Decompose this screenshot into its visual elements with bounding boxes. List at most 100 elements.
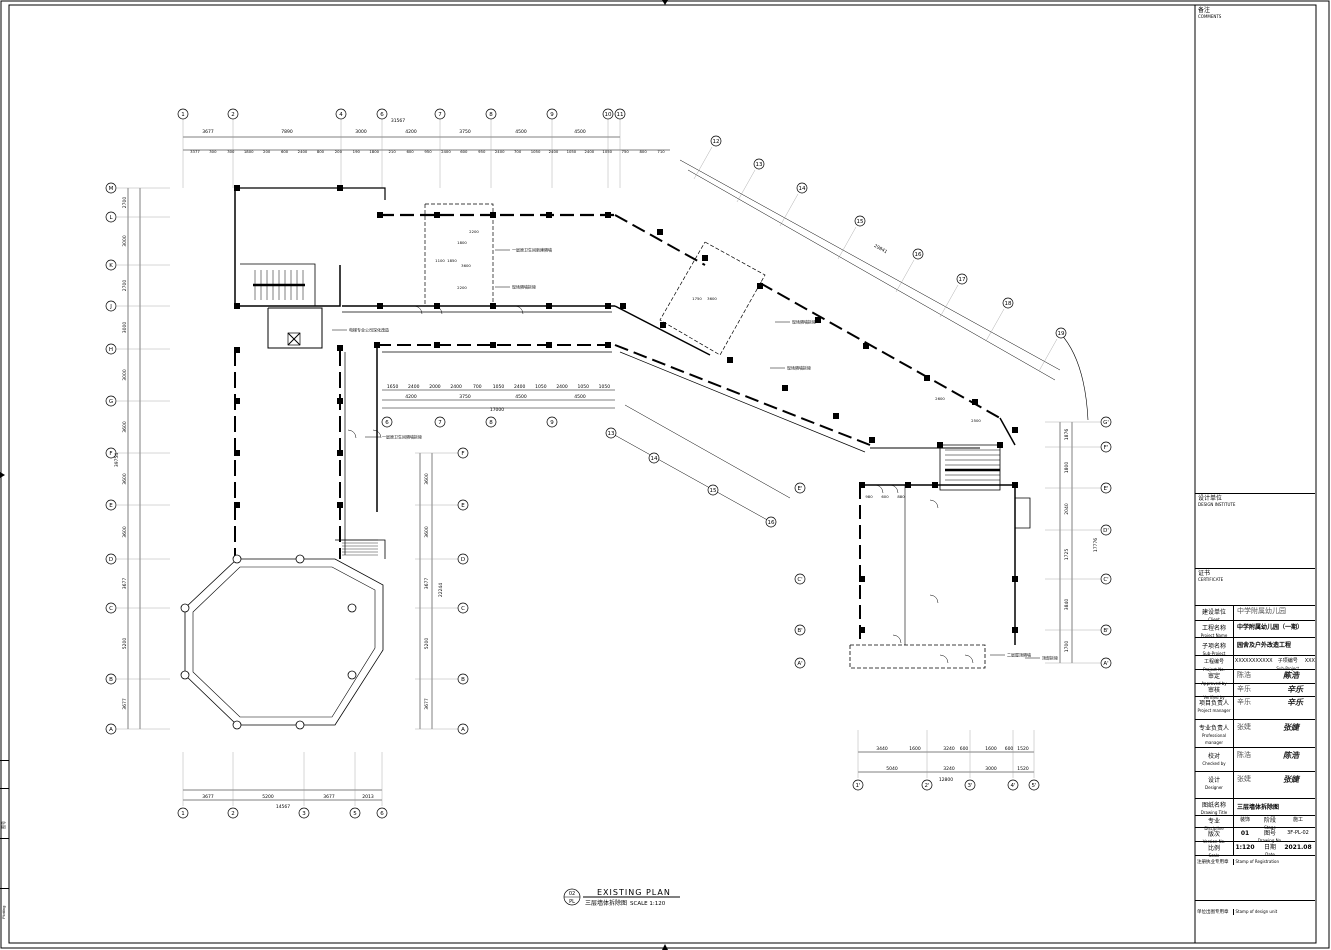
diag-total-label: 29841 — [873, 243, 889, 255]
octagon-column — [347, 670, 357, 680]
grid-bubble-circle — [335, 108, 347, 120]
structural-column — [490, 303, 496, 309]
grid-bubble-label: L — [109, 215, 113, 221]
top-sub-dim-label: 200 — [335, 149, 343, 154]
left-dim-label: 2700 — [122, 280, 128, 292]
top-sub-dim-label: 950 — [478, 149, 486, 154]
tb-label-divider — [1233, 605, 1234, 855]
scale-value: 1:120 — [1235, 844, 1255, 851]
caption-title: EXISTING PLAN — [597, 888, 671, 897]
grid-bubble-circle — [177, 807, 189, 819]
grid-bubble-label: 1 — [181, 112, 185, 118]
bottom-dim-label: 5200 — [262, 794, 274, 800]
grid-bubble-circle — [105, 182, 117, 194]
client-value: 中学附属幼儿园 — [1237, 607, 1286, 615]
structural-column — [434, 303, 440, 309]
right-bottom-total-label: 12800 — [939, 777, 953, 783]
grid-bubble-label: B — [461, 677, 465, 683]
grid-bubble-circle — [710, 135, 722, 147]
grid-bubble-circle — [376, 807, 388, 819]
grid-bubble-label: 9 — [550, 112, 554, 118]
structural-column — [937, 442, 943, 448]
grid-bubble-top-10: 10 — [602, 108, 614, 120]
grid-bubble-label: 13 — [756, 162, 763, 168]
grid-bubble-circle — [1028, 779, 1040, 791]
grid-bubble-circle — [1100, 657, 1112, 669]
door-swing — [964, 654, 974, 664]
left-dim-label: 3000 — [122, 235, 128, 247]
columns-layer — [180, 185, 1018, 730]
room-dim-label: 880 — [897, 494, 905, 499]
top-sub-dim-label: 1800 — [369, 149, 379, 154]
remarks-cn: 备注 — [1198, 7, 1211, 14]
grid-bubble-left-K: K — [105, 259, 117, 271]
mid-dim2-label: 4500 — [515, 394, 527, 400]
grid-bubble-left-G: G — [105, 395, 117, 407]
top-dim-label: 3677 — [202, 129, 214, 135]
top-sub-dim-label: 800 — [317, 149, 325, 154]
grid-bubble-circle — [546, 416, 558, 428]
annotation-label: 现场隔墙拆除 — [792, 319, 816, 325]
pm-signature: 辛乐 — [1287, 697, 1303, 707]
mid-vert-dim-label: 3600 — [424, 473, 430, 485]
top-sub-dim-label: 200 — [263, 149, 271, 154]
grid-bubble-circle — [1100, 416, 1112, 428]
structural-column — [859, 482, 865, 488]
mid-dim-label: 700 — [473, 384, 482, 390]
structural-column — [905, 482, 911, 488]
grid-bubble-label: A' — [1103, 661, 1108, 667]
top-dim-label: 3000 — [355, 129, 367, 135]
wall-right-south — [849, 644, 986, 669]
grid-bubble-circle — [434, 108, 446, 120]
cert-cn: 证书 — [1198, 570, 1211, 577]
grid-bubble-label: 16 — [768, 520, 775, 526]
grid-bubble-label: 14 — [799, 186, 806, 192]
grid-bubble-circle — [912, 248, 924, 260]
grid-bubble-circle — [105, 211, 117, 223]
structural-column — [924, 375, 930, 381]
mid-dim-label: 2400 — [408, 384, 420, 390]
structural-column — [490, 212, 496, 218]
right-bottom-dim-label: 1600 — [909, 746, 921, 752]
octagon-column — [295, 720, 305, 730]
cert-en: CERTIFICATE — [1198, 577, 1224, 582]
grid-bubble-circle — [852, 779, 864, 791]
grid-bubble-label: 9 — [550, 420, 554, 426]
grid-bubble-left-M: M — [105, 182, 117, 194]
grid-bubble-mid-B: B — [457, 673, 469, 685]
door-swing — [874, 484, 884, 494]
left-dim-label: 3000 — [122, 369, 128, 381]
top-dim-label: 4500 — [574, 129, 586, 135]
grid-bubble-top-9: 9 — [546, 108, 558, 120]
grid-bubble-label: E — [461, 503, 465, 509]
wall-right-stair — [939, 444, 1001, 491]
grid-bubble-label: 17 — [959, 277, 966, 283]
right-bottom-dim-label: 3240 — [943, 746, 955, 752]
subproject-no-value: XXX — [1304, 658, 1315, 664]
structural-column — [337, 185, 343, 191]
left-dim-label: 3677 — [122, 698, 128, 710]
grid-bubble-label: 18 — [1005, 301, 1012, 307]
door-swing — [892, 634, 902, 644]
grid-bubble-circle — [105, 499, 117, 511]
grid-bubble-label: 4 — [339, 112, 343, 118]
mid-dim-label: 1050 — [578, 384, 590, 390]
approved-signature: 陈浩 — [1283, 670, 1299, 680]
right-vert-dim-label: 1800 — [1064, 462, 1070, 474]
top-sub-dim-label: 2400 — [584, 149, 594, 154]
grid-bubble-label: 5 — [353, 811, 357, 817]
structural-column — [605, 212, 611, 218]
structural-column — [337, 398, 343, 404]
left-dim-label: 3600 — [122, 473, 128, 485]
top-sub-dim-label: 1800 — [244, 149, 254, 154]
side-strip-cell — [0, 760, 9, 789]
grid-bubble-rightcol-3': 3' — [964, 779, 976, 791]
grid-bubble-circle — [105, 602, 117, 614]
left-dim-label: 3600 — [122, 526, 128, 538]
right-vert-dim-label: 2040 — [1064, 503, 1070, 515]
